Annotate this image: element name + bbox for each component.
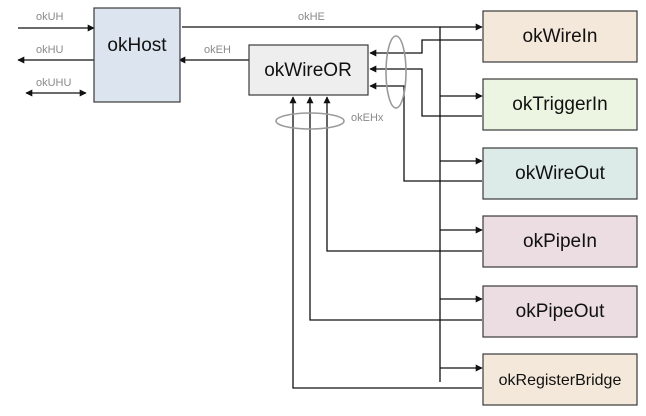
okwireout-label: okWireOut	[515, 163, 605, 184]
okwireout-block: okWireOut	[482, 147, 638, 200]
okehx-bus-ellipse-right	[385, 35, 407, 109]
okwireor-label: okWireOR	[264, 60, 352, 81]
okehx-pipeout	[306, 96, 482, 321]
okhe-label: okHE	[298, 11, 325, 23]
oktriggerin-box	[482, 78, 638, 131]
okeh-label: okEH	[204, 44, 231, 56]
okehx-wireout	[369, 82, 482, 182]
okregisterbridge-block: okRegisterBridge	[482, 353, 638, 406]
okwirein-box	[482, 10, 638, 63]
okwireout-box	[482, 147, 638, 200]
okpipein-block: okPipeIn	[482, 215, 638, 268]
okregisterbridge-label: okRegisterBridge	[499, 372, 622, 389]
oktriggerin-block: okTriggerIn	[482, 78, 638, 131]
okpipein-box	[482, 215, 638, 268]
okehx-bus-ellipse-bottom	[275, 112, 345, 130]
okwireor-box	[248, 44, 369, 96]
okpipeout-label: okPipeOut	[516, 301, 605, 322]
okwireor-block: okWireOR	[248, 44, 369, 96]
okregisterbridge-box	[482, 353, 638, 406]
okpipeout-box	[482, 285, 638, 338]
okehx-label: okEHx	[351, 112, 384, 124]
okpipein-label: okPipeIn	[523, 231, 597, 252]
okhost-box	[93, 7, 181, 103]
okuh-label: okUH	[36, 11, 64, 23]
okwirein-block: okWireIn	[482, 10, 638, 63]
oktriggerin-label: okTriggerIn	[512, 94, 607, 115]
okpipeout-block: okPipeOut	[482, 285, 638, 338]
okuhu-label: okUHU	[36, 77, 72, 89]
signal-labels: okUH okHU okUHU okHE okEH okEHx	[36, 11, 384, 124]
okhu-label: okHU	[36, 44, 64, 56]
okehx-pipein	[323, 96, 482, 252]
okhost-label: okHost	[107, 35, 167, 56]
okehx-registerbridge	[289, 96, 482, 389]
okhost-block: okHost	[93, 7, 181, 103]
okehx-wirein	[369, 39, 482, 57]
okwirein-label: okWireIn	[523, 26, 598, 47]
okehx-triggerin	[369, 65, 482, 117]
